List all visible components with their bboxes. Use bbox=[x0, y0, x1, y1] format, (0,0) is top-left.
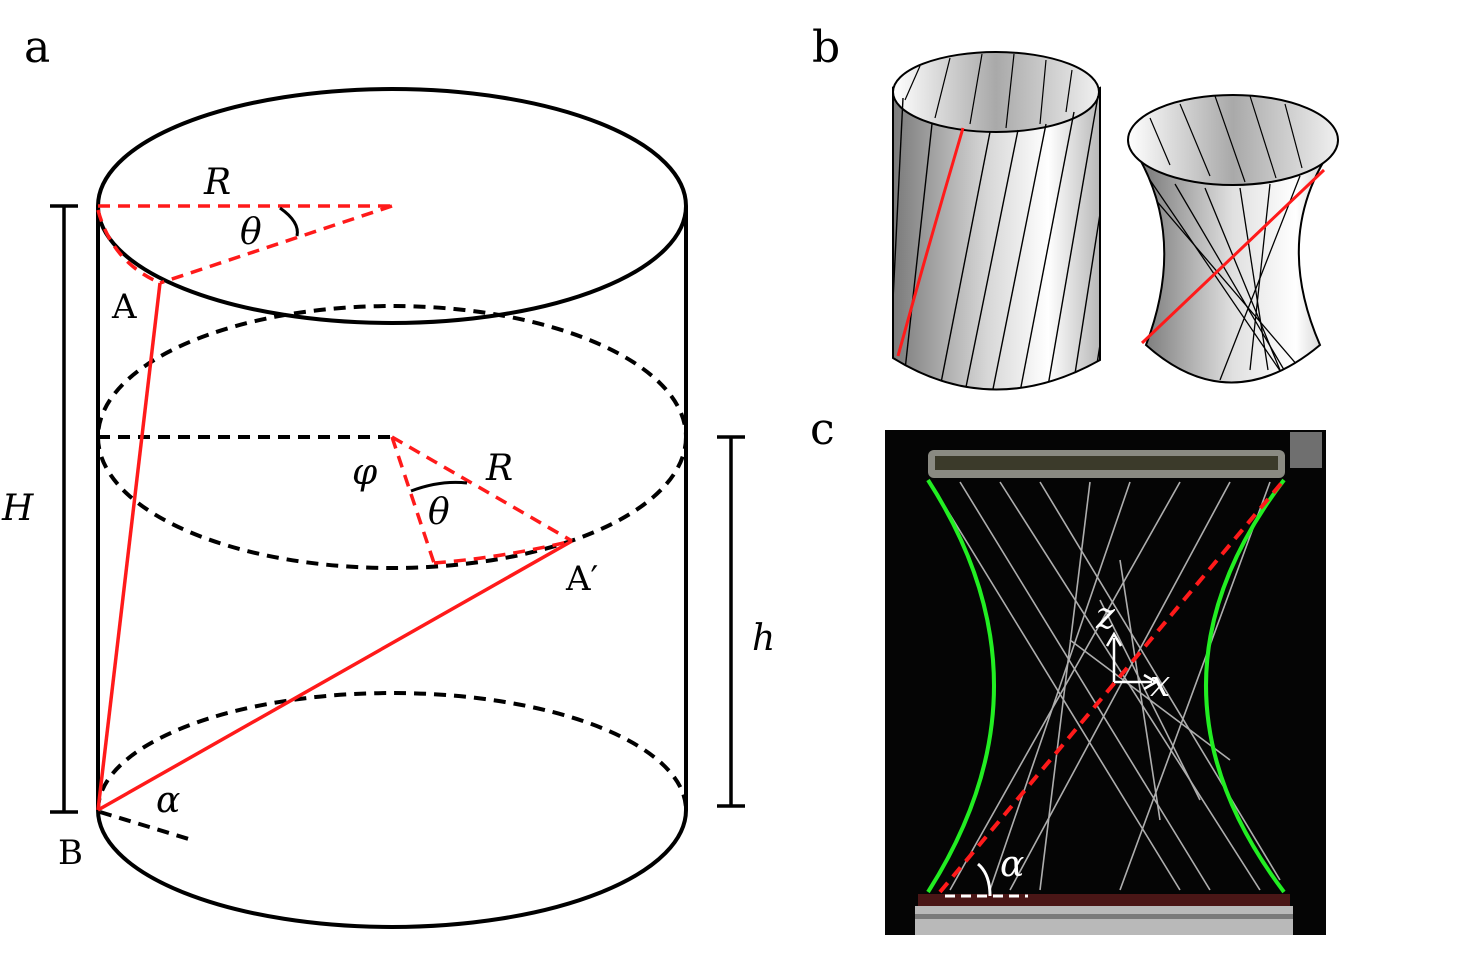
panel-label-c: c bbox=[810, 404, 835, 455]
cylinder-red-generator bbox=[896, 127, 965, 357]
label-z: z bbox=[1095, 596, 1116, 637]
hyperboloid-red-generator bbox=[1140, 168, 1326, 345]
panel-c: c bbox=[810, 404, 1326, 935]
label-phi: φ bbox=[352, 452, 378, 493]
top-arc-A-segment bbox=[96, 209, 161, 285]
cylinder-bottom-back-arc bbox=[96, 691, 688, 811]
line-B-to-Aprime bbox=[97, 539, 573, 812]
theta-arc-mid bbox=[410, 480, 468, 493]
green-profile-left bbox=[926, 478, 996, 894]
panel-label-a: a bbox=[24, 22, 50, 73]
twisted-cylinder bbox=[892, 51, 1101, 391]
label-A-prime: A′ bbox=[565, 559, 598, 599]
panel-label-b: b bbox=[812, 22, 840, 73]
label-alpha-c: α bbox=[1000, 844, 1024, 885]
green-profile-right bbox=[1204, 478, 1286, 894]
panel-b: b bbox=[812, 22, 1339, 391]
alpha-arc bbox=[976, 862, 992, 897]
label-theta-top: θ bbox=[240, 212, 262, 253]
mid-radius-to-Aprime bbox=[391, 435, 573, 543]
line-B-to-A bbox=[96, 282, 162, 811]
cylinder-bottom-front-arc bbox=[96, 809, 688, 929]
label-theta-mid: θ bbox=[428, 492, 450, 533]
top-radius-to-A bbox=[159, 204, 393, 285]
label-B: B bbox=[58, 833, 83, 873]
label-A: A bbox=[111, 287, 137, 327]
label-x: x bbox=[1150, 664, 1170, 705]
label-h: h bbox=[752, 618, 775, 659]
red-generator-dashed bbox=[938, 478, 1286, 894]
label-alpha: α bbox=[156, 780, 180, 821]
photo bbox=[885, 430, 1326, 935]
theta-arc-top bbox=[279, 206, 299, 237]
hyperboloid bbox=[1127, 94, 1339, 384]
label-H: H bbox=[1, 488, 34, 529]
mid-chord bbox=[433, 539, 573, 565]
alpha-guide bbox=[99, 810, 193, 842]
label-R-mid: R bbox=[485, 448, 513, 489]
label-R-top: R bbox=[203, 162, 231, 203]
middle-dashed-ellipse bbox=[96, 304, 688, 570]
panel-a: a R θ A H bbox=[1, 22, 775, 929]
mid-radius-vertical bbox=[390, 436, 436, 564]
